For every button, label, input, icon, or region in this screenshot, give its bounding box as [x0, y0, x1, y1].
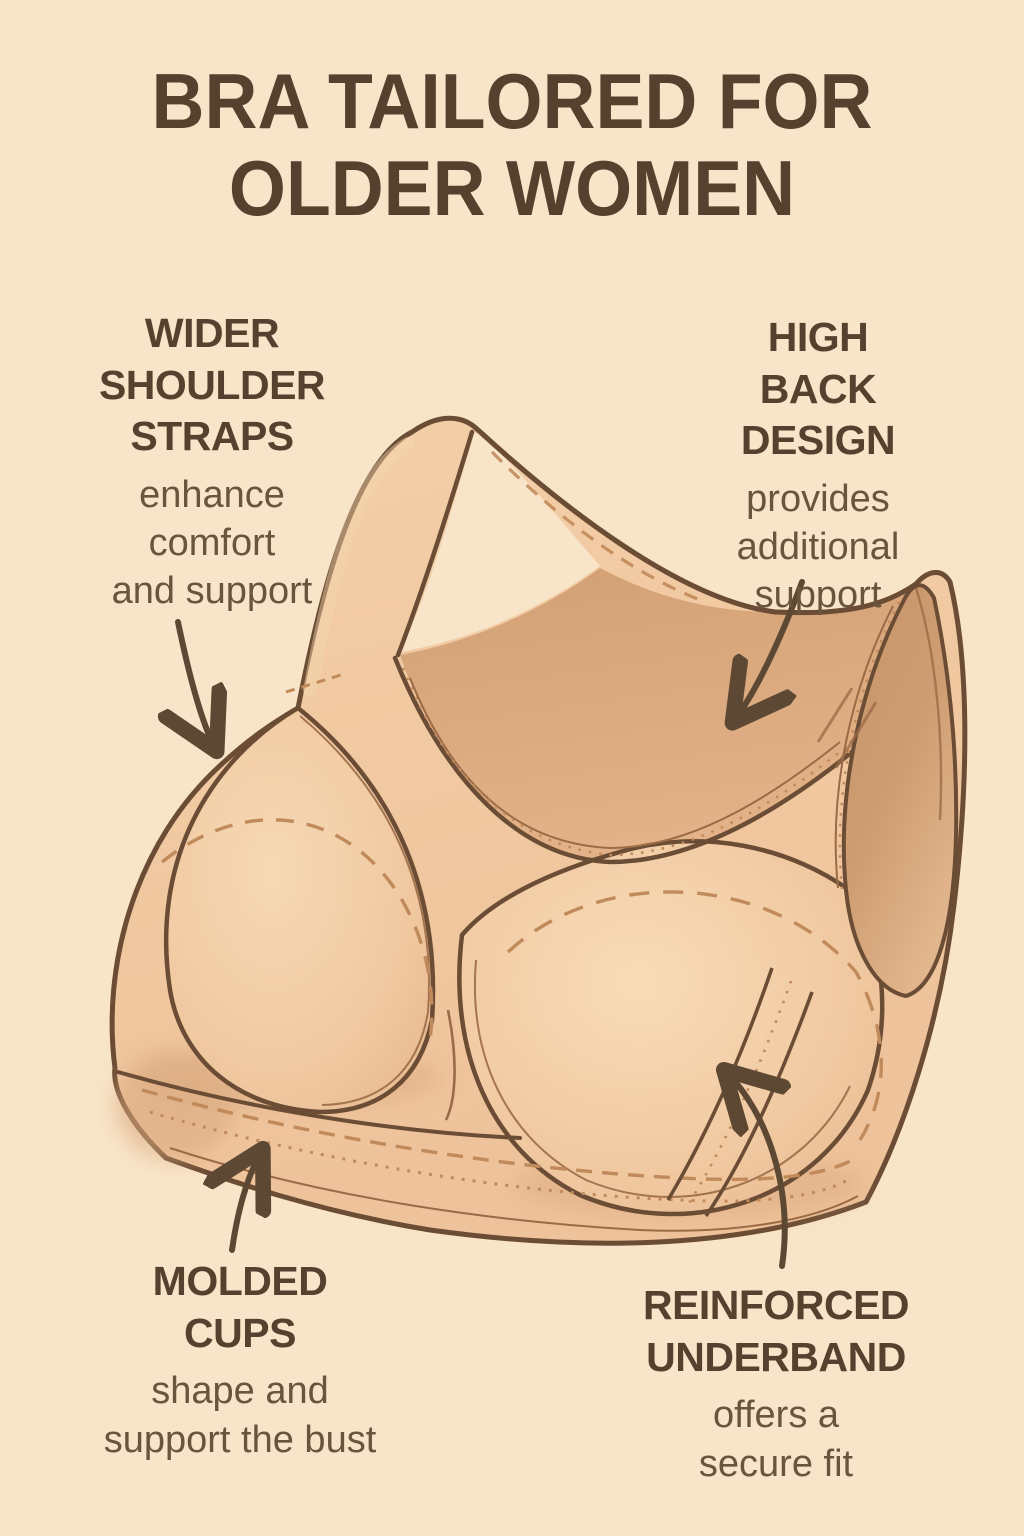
arrow-reinforced-underband: [728, 1074, 785, 1269]
callout-description: offers a secure fit: [698, 1394, 854, 1485]
arrow-high-back: [736, 579, 805, 718]
left-cup: [160, 705, 436, 1115]
callout-description: provides additional support: [736, 477, 900, 617]
neck-opening: [400, 432, 600, 652]
callout-heading: REINFORCED UNDERBAND: [642, 1282, 910, 1380]
strap-inner-edge: [395, 429, 475, 658]
callout-high-back-design: HIGH BACK DESIGN provides additional sup…: [715, 312, 921, 620]
callout-heading: HIGH BACK DESIGN: [740, 314, 896, 464]
strap-highlight: [303, 437, 415, 697]
strap-junction-stitch: [285, 672, 345, 694]
back-edge-stitch: [490, 450, 701, 602]
arrow-wider-straps: [178, 619, 214, 746]
callout-description: shape and support the bust: [103, 1370, 377, 1461]
back-panel: [666, 583, 959, 1218]
callout-description: enhance comfort and support: [111, 473, 313, 613]
callout-heading: WIDER SHOULDER STRAPS: [98, 310, 326, 460]
callout-wider-shoulder-straps: WIDER SHOULDER STRAPS enhance comfort an…: [98, 308, 326, 616]
front-neckline-seam: [392, 655, 855, 865]
callout-arrows: [178, 579, 805, 1269]
center-gore-seam: [444, 1009, 456, 1121]
callout-heading: MOLDED CUPS: [152, 1258, 328, 1356]
callout-reinforced-underband: REINFORCED UNDERBAND offers a secure fit: [642, 1280, 910, 1488]
back-top-edge: [475, 427, 919, 616]
inside-back-panel: [400, 568, 916, 862]
arrow-molded-cups: [232, 1154, 260, 1253]
underband: [116, 1009, 859, 1232]
callout-molded-cups: MOLDED CUPS shape and support the bust: [104, 1256, 377, 1464]
page-title: BRA TAILORED FOR OLDER WOMEN: [151, 57, 873, 233]
armhole-opening: [841, 583, 959, 998]
